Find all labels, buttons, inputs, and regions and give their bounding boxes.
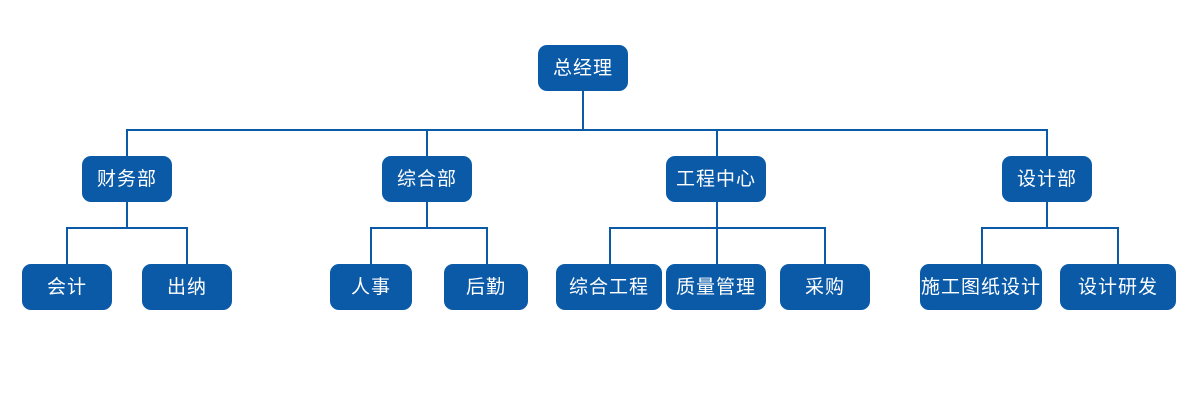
connector-drop-cashier	[186, 227, 188, 264]
connector-drop-design-dept	[1046, 129, 1048, 157]
connector-stem-engineering-center	[716, 202, 718, 264]
connector-drop-engineering-center	[716, 129, 718, 157]
connector-stem-design-dept	[1046, 202, 1048, 228]
connector-drop-finance-dept	[126, 129, 128, 157]
connector-drop-general-affairs-dept	[426, 129, 428, 157]
connector-drop-construction-drawing-design	[981, 227, 983, 264]
node-general-engineering[interactable]: 综合工程	[556, 264, 662, 310]
node-procurement[interactable]: 采购	[780, 264, 870, 310]
node-design-research-development[interactable]: 设计研发	[1060, 264, 1176, 310]
connector-bus-finance-dept	[66, 227, 188, 229]
node-human-resources[interactable]: 人事	[330, 264, 412, 310]
connector-drop-accounting	[66, 227, 68, 264]
connector-bus-design-dept	[981, 227, 1119, 229]
node-finance-dept[interactable]: 财务部	[82, 156, 172, 202]
node-engineering-center[interactable]: 工程中心	[666, 156, 766, 202]
connector-bus-general-affairs-dept	[370, 227, 488, 229]
connector-root-stem	[582, 91, 584, 130]
connector-stem-general-affairs-dept	[426, 202, 428, 228]
connector-drop-logistics	[486, 227, 488, 264]
connector-drop-general-engineering	[609, 227, 611, 264]
node-logistics[interactable]: 后勤	[444, 264, 528, 310]
node-cashier[interactable]: 出纳	[142, 264, 232, 310]
node-general-affairs-dept[interactable]: 综合部	[382, 156, 472, 202]
connector-stem-finance-dept	[126, 202, 128, 228]
node-construction-drawing-design[interactable]: 施工图纸设计	[920, 264, 1042, 310]
node-design-dept[interactable]: 设计部	[1002, 156, 1092, 202]
connector-drop-procurement	[824, 227, 826, 264]
node-quality-management[interactable]: 质量管理	[666, 264, 766, 310]
node-general-manager[interactable]: 总经理	[538, 45, 628, 91]
connector-bus-engineering-center	[609, 227, 826, 229]
connector-drop-design-research-development	[1117, 227, 1119, 264]
node-accounting[interactable]: 会计	[22, 264, 112, 310]
connector-drop-human-resources	[370, 227, 372, 264]
connector-main-bus	[126, 129, 1048, 131]
